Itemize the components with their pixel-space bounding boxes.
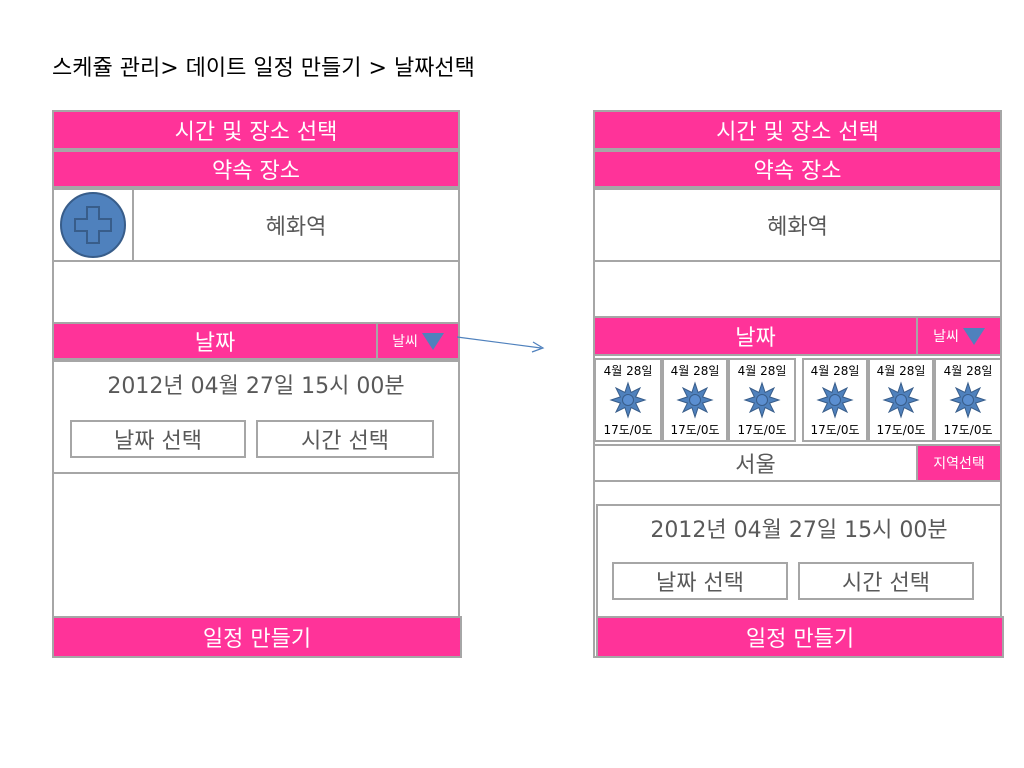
forecast-date: 4월 28일 [943,364,993,378]
left-create-schedule-button[interactable]: 일정 만들기 [52,616,462,658]
forecast-date: 4월 28일 [876,364,926,378]
right-weather-dropdown[interactable]: 날씨 [916,316,1002,356]
right-time-select-button[interactable]: 시간 선택 [798,562,974,600]
left-header: 시간 및 장소 선택 [52,110,460,150]
forecast-temp: 17도/0도 [603,423,653,437]
right-place-value: 혜화역 [593,188,1002,262]
weather-dropdown-label: 날씨 [933,329,959,345]
left-date-select-button[interactable]: 날짜 선택 [70,420,246,458]
region-value: 서울 [593,444,918,482]
sun-icon [949,381,987,419]
region-select-button[interactable]: 지역선택 [916,444,1002,482]
right-create-schedule-button[interactable]: 일정 만들기 [596,616,1004,658]
page-title: 스케쥴 관리> 데이트 일정 만들기 > 날짜선택 [52,56,475,81]
forecast-card-2[interactable]: 4월 28일 17도/0도 [662,358,728,442]
plus-icon [60,192,126,258]
forecast-card-3[interactable]: 4월 28일 17도/0도 [728,358,796,442]
forecast-date: 4월 28일 [603,364,653,378]
forecast-temp: 17도/0도 [876,423,926,437]
weather-dropdown-label: 날씨 [392,334,418,350]
connector-arrow [456,336,545,353]
left-weather-dropdown[interactable]: 날씨 [376,322,460,360]
forecast-card-5[interactable]: 4월 28일 17도/0도 [868,358,934,442]
forecast-card-6[interactable]: 4월 28일 17도/0도 [934,358,1002,442]
sun-icon [676,381,714,419]
sun-icon [743,381,781,419]
forecast-date: 4월 28일 [670,364,720,378]
dropdown-triangle-icon [962,327,985,345]
left-place-value: 혜화역 [132,188,460,262]
left-time-select-button[interactable]: 시간 선택 [256,420,434,458]
right-date-header: 날짜 [593,316,918,356]
forecast-date: 4월 28일 [810,364,860,378]
right-header: 시간 및 장소 선택 [593,110,1002,150]
left-date-header: 날짜 [52,322,378,360]
forecast-temp: 17도/0도 [810,423,860,437]
dropdown-triangle-icon [421,332,444,350]
add-place-button[interactable] [52,188,134,262]
forecast-card-1[interactable]: 4월 28일 17도/0도 [594,358,662,442]
sun-icon [609,381,647,419]
left-datetime: 2012년 04월 27일 15시 00분 [107,374,405,399]
forecast-temp: 17도/0도 [737,423,787,437]
right-date-select-button[interactable]: 날짜 선택 [612,562,788,600]
sun-icon [882,381,920,419]
forecast-temp: 17도/0도 [943,423,993,437]
left-place-header: 약속 장소 [52,150,460,188]
forecast-date: 4월 28일 [737,364,787,378]
sun-icon [816,381,854,419]
forecast-card-4[interactable]: 4월 28일 17도/0도 [802,358,868,442]
forecast-temp: 17도/0도 [670,423,720,437]
right-datetime: 2012년 04월 27일 15시 00분 [650,518,948,543]
right-place-header: 약속 장소 [593,150,1002,188]
